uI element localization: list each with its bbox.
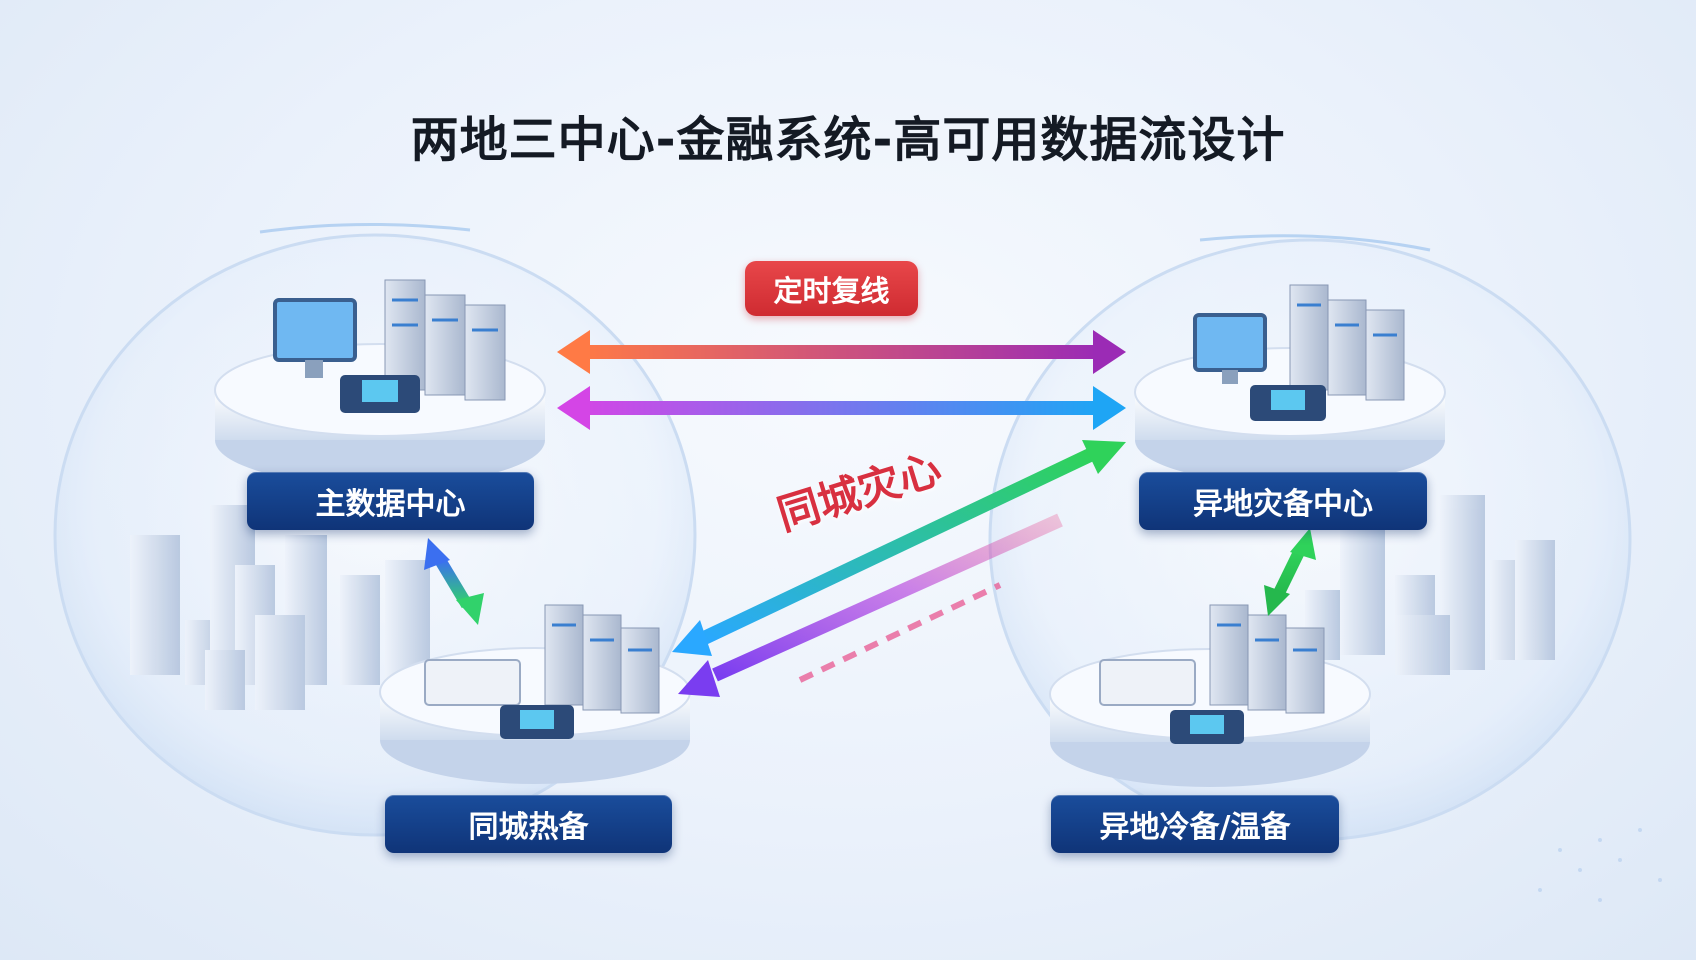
chip-icon — [340, 375, 420, 413]
monitor-icon — [1193, 313, 1267, 384]
arrow-dr-to-cold — [1264, 528, 1316, 616]
arrow-primary-to-dr-top — [557, 330, 1126, 374]
node-label-same-city-hot: 同城热备 — [385, 795, 672, 853]
primary-datacenter-platform — [214, 279, 546, 486]
dot-texture — [1538, 828, 1662, 902]
page-title: 两地三中心-金融系统-高可用数据流设计 — [410, 112, 1286, 168]
server-rack-icon — [544, 604, 660, 714]
server-rack-icon — [1289, 284, 1405, 401]
arrow-hot-to-dr — [672, 440, 1126, 656]
arrow-primary-to-dr-bottom — [557, 386, 1126, 430]
same-city-hot-platform — [379, 604, 691, 784]
chip-icon — [1250, 385, 1326, 421]
scheduled-sync-badge: 定时复线 — [745, 261, 918, 316]
node-label-remote-cold: 异地冷备/温备 — [1051, 795, 1339, 853]
node-label-remote-dr: 异地灾备中心 — [1139, 472, 1427, 530]
node-label-primary: 主数据中心 — [247, 472, 534, 530]
server-rack-icon — [1209, 604, 1325, 714]
arrow-dr-to-hot-fading — [678, 513, 1063, 697]
monitor-icon — [273, 298, 357, 378]
city-building-icon — [1305, 495, 1555, 675]
remote-dr-platform — [1134, 284, 1446, 484]
arrow-primary-to-hot — [424, 538, 484, 625]
chip-icon — [1170, 710, 1244, 744]
remote-cold-platform — [1049, 604, 1371, 787]
chip-icon — [500, 705, 574, 739]
server-rack-icon — [384, 279, 506, 401]
